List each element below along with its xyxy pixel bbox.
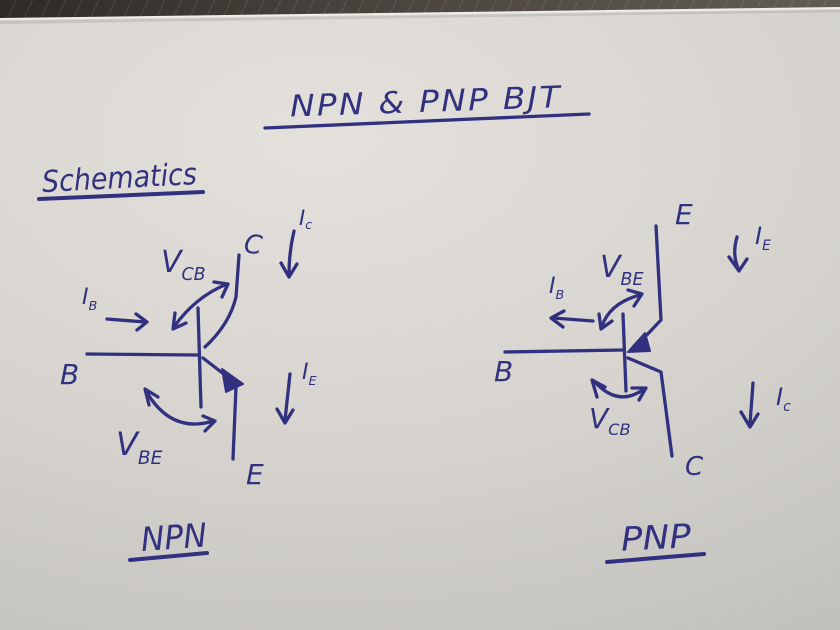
npn-vcb-arrowhead-bottom-icon	[171, 311, 188, 331]
npn-caption: NPN	[140, 515, 209, 559]
npn-vcb-arc	[172, 282, 229, 329]
pnp-emitter-line	[640, 224, 663, 342]
npn-vbe-arrowhead-right-icon	[201, 414, 217, 433]
npn-current-ic-label: Ic	[299, 206, 312, 232]
pnp-terminal-e-label: E	[675, 198, 693, 231]
npn-current-ie-label: IE	[302, 360, 318, 389]
pnp-vcb-arrowhead-left-icon	[590, 378, 607, 399]
npn-terminal-e-label: E	[246, 458, 264, 491]
pnp-voltage-vcb-label: VCB	[589, 402, 631, 439]
pnp-vbe-arrowhead-bottom-icon	[597, 312, 614, 331]
pnp-schematic: B E C IB IE Ic VBE VCB PNP	[494, 198, 791, 564]
pnp-vbe-arc	[600, 293, 642, 328]
section-underline	[37, 190, 205, 201]
npn-vcb-arrowhead-top-icon	[212, 280, 230, 299]
pnp-voltage-vbe-label: VBE	[600, 250, 643, 290]
pnp-vbe-arrowhead-top-icon	[626, 288, 644, 308]
pnp-ib-arrowhead-icon	[549, 309, 566, 329]
npn-terminal-c-label: C	[242, 229, 264, 261]
npn-caption-underline	[128, 551, 209, 562]
pnp-caption: PNP	[620, 516, 692, 559]
npn-voltage-vcb-label: VCB	[161, 245, 206, 285]
npn-current-ib-label: IB	[82, 285, 97, 314]
pnp-current-ic-label: Ic	[776, 383, 791, 415]
npn-emitter-tail	[231, 385, 238, 461]
pnp-base-line	[503, 348, 625, 354]
npn-ib-arrowhead-icon	[134, 312, 149, 332]
pnp-terminal-b-label: B	[494, 355, 513, 388]
pnp-collector-line	[626, 356, 674, 458]
npn-ic-arrowhead-icon	[279, 261, 299, 279]
npn-bar	[196, 306, 203, 409]
npn-base-line	[85, 352, 200, 357]
npn-ic-arrow	[287, 229, 296, 276]
npn-collector-line	[203, 253, 241, 349]
npn-emitter-line	[201, 356, 227, 377]
pnp-bar	[621, 312, 628, 393]
npn-vbe-arrowhead-left-icon	[143, 387, 160, 407]
npn-ie-arrowhead-icon	[275, 407, 295, 425]
pnp-ic-arrow	[748, 381, 755, 426]
pnp-current-ie-label: IE	[755, 222, 771, 254]
npn-schematic: B C E IB Ic IE VCB VBE NPN	[60, 206, 318, 562]
pnp-vcb-arrowhead-right-icon	[630, 386, 648, 402]
pnp-ic-arrowhead-icon	[739, 410, 760, 429]
npn-emitter-arrowhead-icon	[221, 368, 244, 393]
pnp-ie-arrowhead-icon	[727, 255, 749, 273]
pnp-current-ib-label: IB	[549, 274, 564, 303]
pnp-ib-arrow	[551, 316, 595, 323]
page-title-underline	[263, 112, 591, 130]
npn-ib-arrow	[105, 317, 147, 324]
pnp-terminal-c-label: C	[685, 452, 704, 482]
npn-ie-arrow	[283, 372, 292, 422]
pnp-caption-underline	[605, 552, 706, 564]
npn-voltage-vbe-label: VBE	[116, 425, 163, 469]
npn-vbe-arc	[144, 389, 215, 426]
npn-terminal-b-label: B	[60, 358, 79, 391]
pnp-emitter-arrowhead-icon	[627, 332, 651, 353]
